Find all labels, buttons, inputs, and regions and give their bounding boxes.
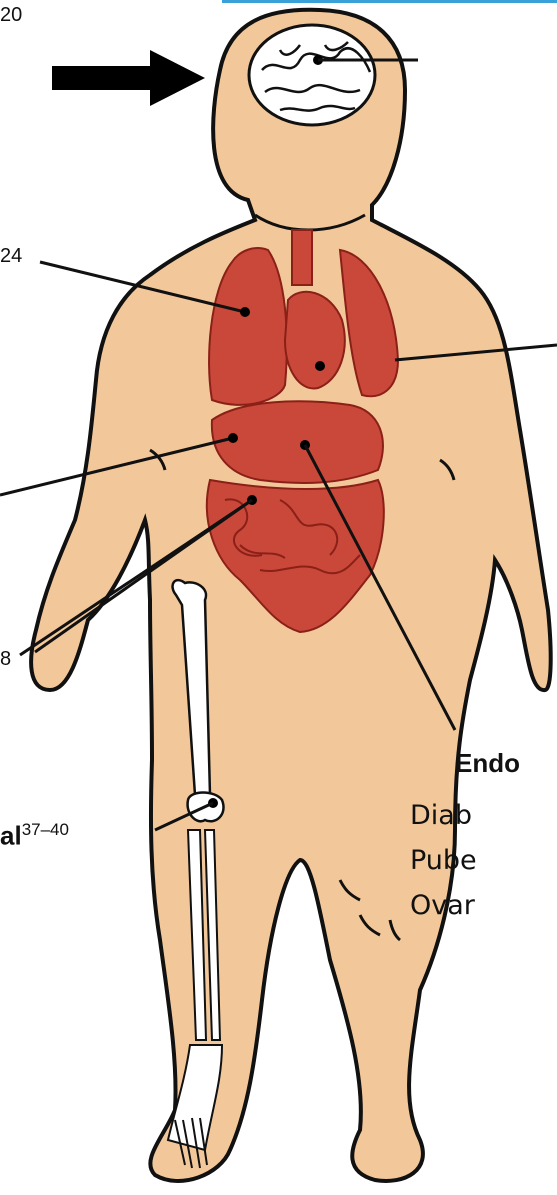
right-arrow-icon	[52, 50, 205, 106]
endocrine-item-ovarian: Ovar	[410, 890, 475, 921]
skeletal-refs: 37–40	[22, 820, 69, 839]
skeletal-word: al	[0, 821, 22, 851]
reference-8: 8	[0, 648, 11, 671]
endocrine-item-puberty: Pube	[410, 845, 477, 876]
endocrine-item-diabetes: Diab	[410, 800, 472, 831]
endocrine-heading: Endo	[455, 748, 520, 779]
brain-icon	[249, 25, 375, 125]
reference-24: 24	[0, 245, 22, 268]
reference-20: 20	[0, 4, 22, 27]
skeletal-label: al37–40	[0, 820, 69, 852]
